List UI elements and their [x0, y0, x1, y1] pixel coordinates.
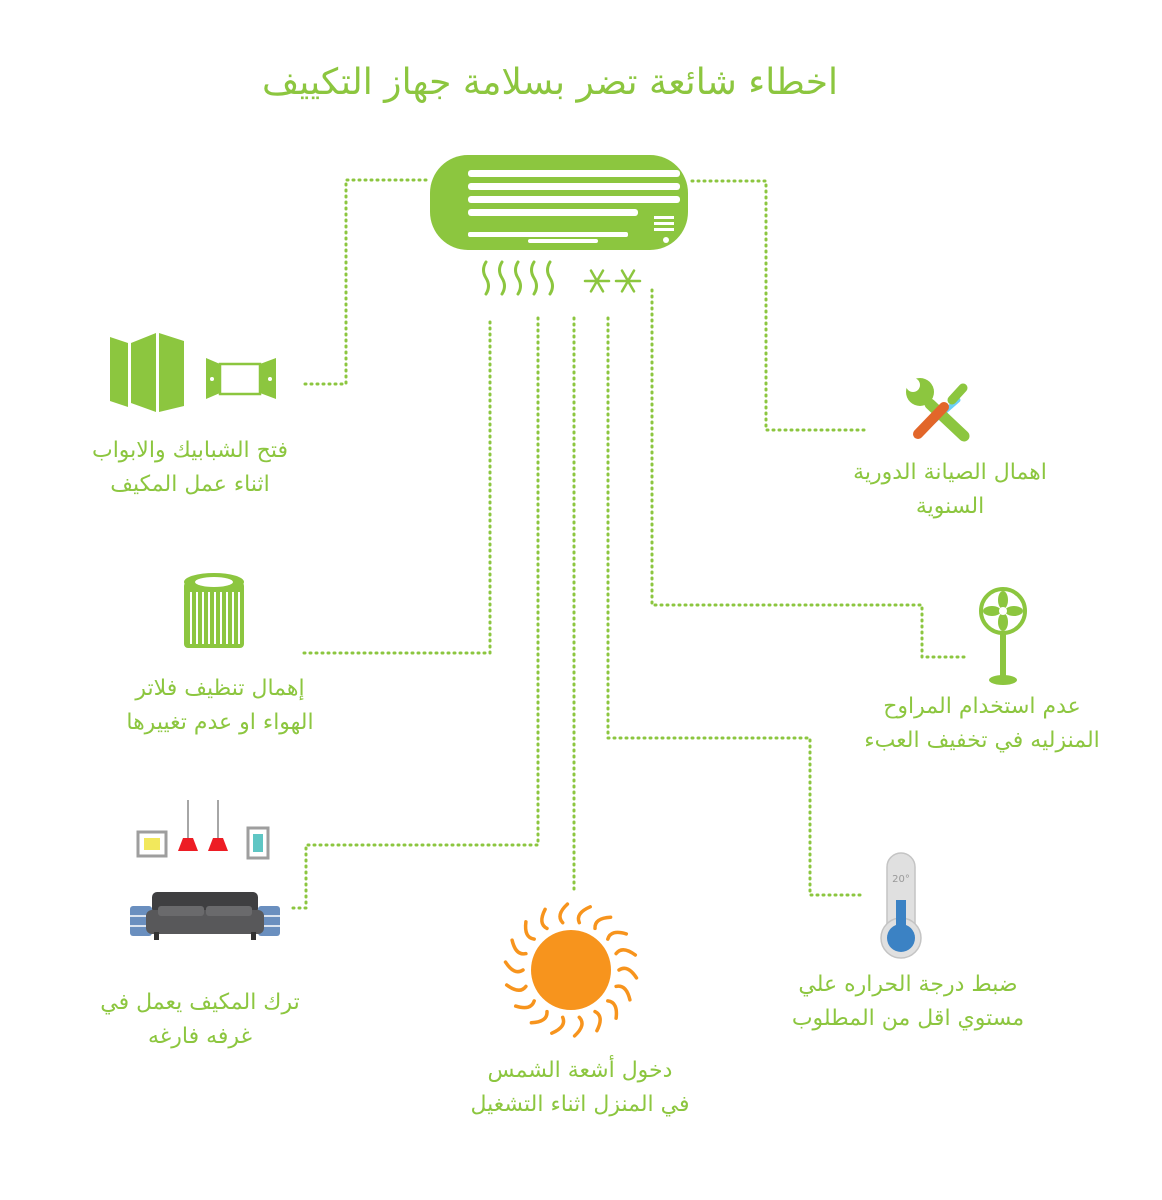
- label-empty-room: ترك المكيف يعمل في غرفه فارغه: [100, 990, 300, 1049]
- connector-fans: [650, 288, 970, 659]
- thermometer-icon: 20°: [880, 852, 922, 959]
- living-room-icon: [130, 800, 280, 940]
- sun-ray: [614, 984, 632, 1002]
- air-conditioner-icon: [430, 155, 688, 250]
- sun-ray: [503, 960, 525, 974]
- sun-ray: [593, 1009, 602, 1033]
- thermometer-reading: 20°: [892, 874, 910, 885]
- label-windows-doors: فتح الشبابيك والابواب اثناء عمل المكيف: [91, 438, 289, 497]
- sun-ray: [504, 983, 528, 992]
- sun-ray: [529, 1009, 549, 1025]
- wrench-screwdriver-icon: [906, 378, 970, 442]
- sun-ray: [523, 920, 536, 941]
- sun-ray: [606, 930, 629, 941]
- sun-ray: [593, 915, 613, 931]
- door-window-icon: [110, 333, 276, 412]
- label-fans: عدم استخدام المراوح المنزليه في تخفيف ال…: [864, 694, 1100, 753]
- label-filters: إهمال تنظيف فلاتر الهواء او عدم تغييرها: [126, 676, 314, 735]
- sun-ray: [617, 966, 639, 980]
- standing-fan-icon: [979, 587, 1027, 685]
- snowflake-icon: [583, 269, 642, 293]
- airflow-icon: [482, 260, 554, 296]
- label-temperature: ضبط درجة الحراره علي مستوي اقل من المطلو…: [791, 972, 1025, 1031]
- label-maintenance: اهمال الصيانة الدورية السنوية: [853, 460, 1047, 519]
- sun-ray: [572, 1015, 584, 1038]
- sun-ray: [614, 948, 638, 957]
- air-filter-icon: [184, 573, 244, 648]
- label-sunlight: دخول أشعة الشمس في المنزل اثناء التشغيل: [470, 1058, 690, 1117]
- connector-filters: [300, 320, 492, 655]
- connector-empty-room: [288, 316, 540, 910]
- sun-ray: [606, 999, 619, 1020]
- connector-lines: [288, 178, 970, 910]
- sun-ray: [510, 938, 528, 956]
- connector-maintenance: [690, 179, 868, 432]
- page-title: اخطاء شائعة تضر بسلامة جهاز التكييف: [262, 62, 838, 103]
- sun-ray: [558, 902, 570, 925]
- sun-ray: [550, 1015, 566, 1035]
- sun-ray: [576, 905, 592, 925]
- sun-ray: [540, 907, 549, 931]
- connector-windows: [300, 178, 428, 386]
- sun-icon: [503, 902, 639, 1038]
- sun-ray: [513, 999, 536, 1010]
